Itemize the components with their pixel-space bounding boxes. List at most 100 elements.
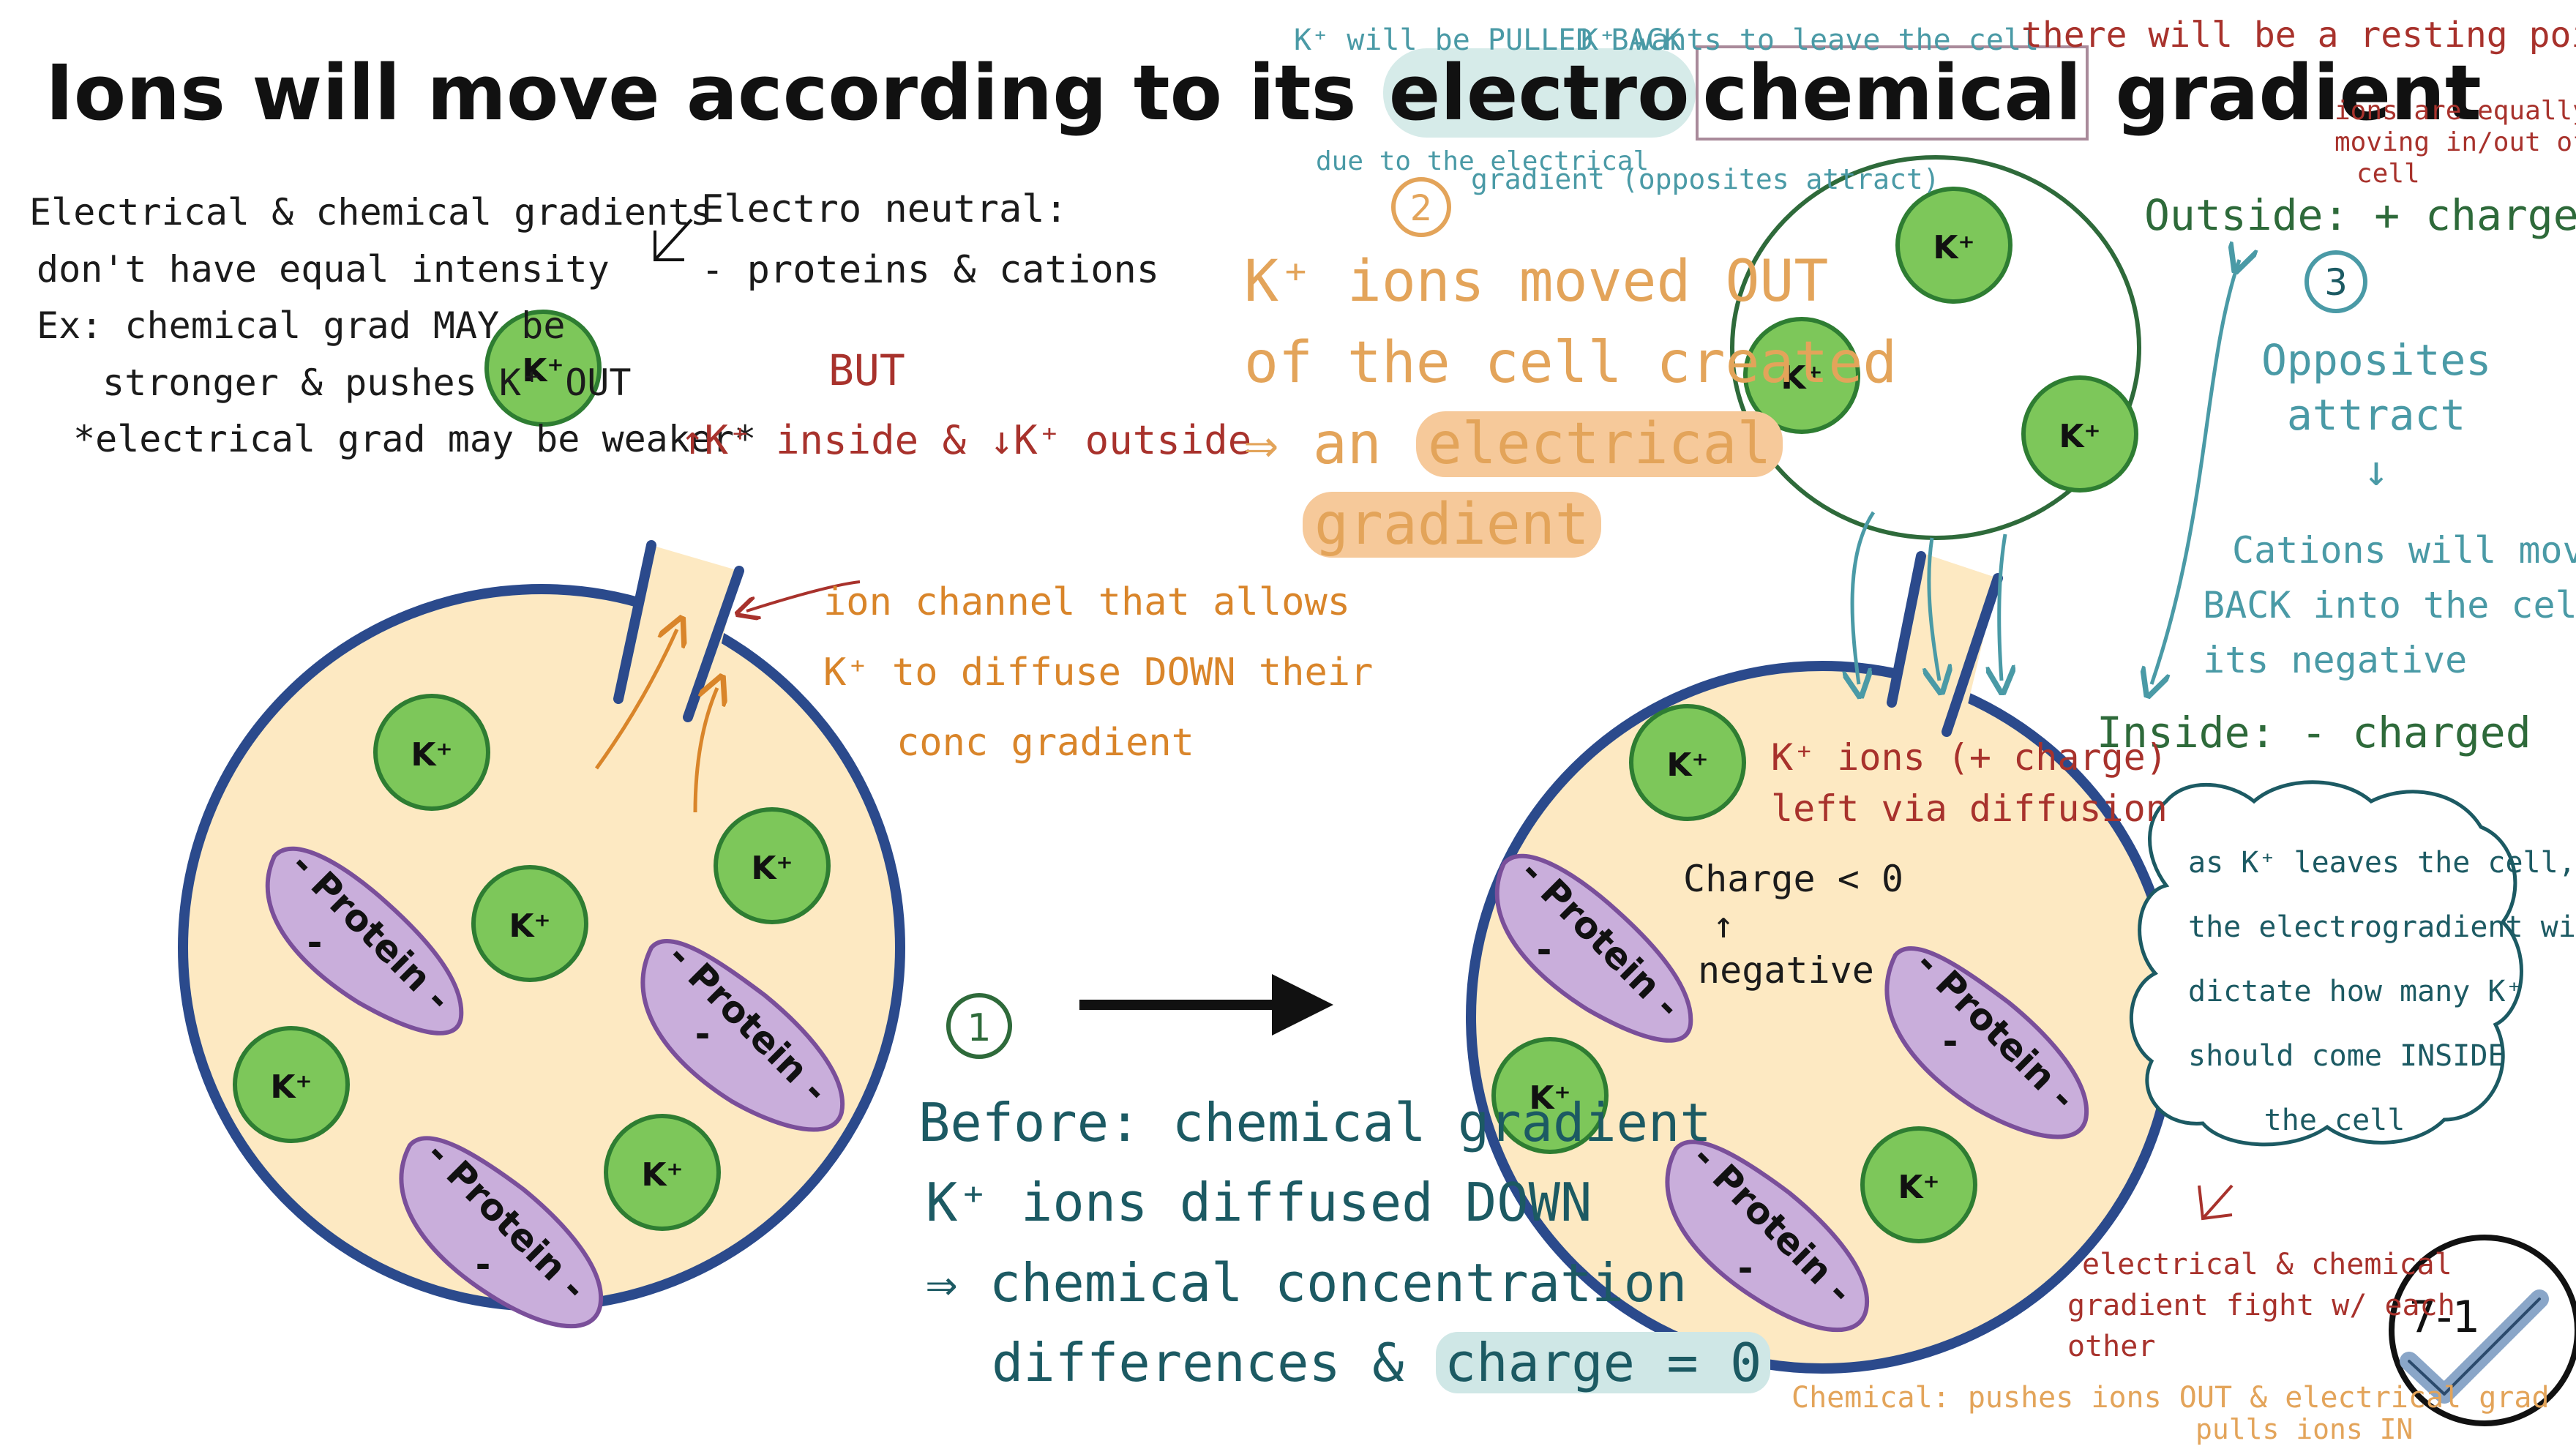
svg-text:K⁺: K⁺ [411, 736, 452, 774]
left-channel-wall-right [683, 566, 744, 722]
left-ion-4: K⁺ [233, 1026, 350, 1143]
opposites-note: Opposites attract ↓ [2261, 333, 2491, 498]
left-channel-wall-left [613, 540, 656, 704]
note-line: Opposites [2261, 335, 2492, 385]
step-2-circle [1391, 177, 1451, 237]
electrical-highlight: electrical [1415, 411, 1783, 477]
cloud-note: as K⁺ leaves the cell, the electrogradie… [2188, 831, 2576, 1153]
note-line: Cations will move [2232, 529, 2576, 572]
note-line: Electro neutral: [701, 187, 1068, 231]
inside-outside-note: ↑K⁺ inside & ↓K⁺ outside [681, 417, 1252, 463]
inside-note: Inside: - charged [2097, 708, 2531, 757]
outside-ion-3: K⁺ [2021, 375, 2138, 493]
inflow-arrow-1 [1852, 511, 1876, 684]
step-3-circle [2304, 250, 2367, 313]
note-line: the cell [2264, 1104, 2405, 1137]
outside-ion-2: K⁺ [1743, 317, 1860, 434]
right-channel-pore [1892, 553, 1998, 732]
right-ion-2: K⁺ [1491, 1037, 1609, 1154]
gradient-opposites-note: gradient (opposites attract) [1471, 163, 1940, 195]
note-line: electrical & chemical [2082, 1248, 2452, 1281]
outside-ion-1: K⁺ [1895, 187, 2012, 304]
right-ion-3: K⁺ [1860, 1126, 1977, 1243]
note-line: ↓ [2363, 445, 2389, 495]
note-line: should come INSIDE [2188, 1039, 2506, 1073]
protein-minus: - [307, 921, 323, 964]
note-line: gradient [1303, 484, 1897, 566]
thought-cloud [2129, 780, 2523, 1147]
badge-label: 7-1 [2408, 1292, 2480, 1343]
electroneutral-note: Electro neutral: - proteins & cations [701, 179, 1159, 301]
chemical-pushes-note: Chemical: pushes ions OUT & electrical g… [1791, 1381, 2550, 1415]
ion-channel-pointer-arrow [746, 580, 861, 611]
note-line: of the cell created [1244, 329, 1898, 396]
section-badge: 7-1 [2389, 1235, 2576, 1426]
ions-equal-note: ions are equally moving in/out of the ce… [2334, 95, 2576, 190]
note-line: Before: chemical gradient [918, 1092, 1712, 1153]
pulled-back-note: K⁺ will be PULLED BACK [1294, 23, 1682, 57]
svg-text:K⁺: K⁺ [1781, 359, 1822, 397]
k-ions-charge-note: K⁺ ions (+ charge) left via diffusion [1771, 732, 2168, 834]
left-ion-5: K⁺ [604, 1114, 721, 1231]
note-line: - proteins & cations [701, 248, 1160, 293]
note-line: Electrical & chemical gradients [29, 191, 713, 233]
note-line: the electrogradient will [2188, 910, 2576, 944]
differences-text: differences & [992, 1332, 1404, 1394]
ion-channel-note: ion channel that allows K⁺ to diffuse DO… [823, 567, 1373, 779]
note-line: Ex: chemical grad MAY be [37, 304, 566, 347]
left-ion-2: K⁺ [714, 807, 831, 924]
svg-text:K⁺: K⁺ [270, 1068, 312, 1106]
charge-lt-note: Charge < 0 ↑ negative [1683, 856, 1903, 994]
title-highlight: electro [1382, 48, 1696, 138]
note-line: ion channel that allows [823, 580, 1351, 624]
note-line: dictate how many K⁺ [2188, 975, 2523, 1008]
svg-text:K⁺: K⁺ [1898, 1169, 1939, 1206]
note-line: Charge < 0 [1683, 858, 1904, 900]
note-line: K⁺ to diffuse DOWN their [823, 651, 1374, 695]
svg-text:K⁺: K⁺ [2059, 418, 2100, 455]
outside-note: Outside: + charged [2144, 190, 2576, 240]
note-line: don't have equal intensity [37, 247, 610, 291]
protein-minus: - [476, 1243, 491, 1286]
svg-text:K⁺: K⁺ [1529, 1079, 1570, 1117]
fight-note: electrical & chemical gradient fight w/ … [2067, 1244, 2455, 1367]
svg-text:K⁺: K⁺ [641, 1156, 683, 1194]
left-channel-arrow-1 [594, 629, 677, 770]
note-line: K⁺ ions diffused DOWN [926, 1172, 1592, 1234]
left-ion-3: K⁺ [471, 865, 588, 982]
note-line: stronger & pushes K⁺ OUT [102, 361, 632, 404]
fight-arrow [2198, 1184, 2234, 1221]
step-2-number: 2 [1410, 188, 1433, 229]
note-line: BACK into the cell bc [2203, 584, 2576, 626]
left-channel-arrow-2 [693, 688, 717, 813]
left-ion-1: K⁺ [373, 694, 490, 811]
wants-leave-note: K⁺ wants to leave the cell [1581, 23, 2040, 57]
protein-minus: - [1943, 1020, 1958, 1063]
note-line: ⇒ chemical concentration [926, 1251, 1688, 1314]
note-line: as K⁺ leaves the cell, [2188, 846, 2576, 880]
inflow-arrow-3 [1999, 533, 2005, 681]
outside-inside-arrow [2152, 260, 2239, 684]
note-line: *electrical grad may be weaker* [73, 418, 757, 460]
inflow-arrow-2 [1929, 537, 1939, 681]
svg-text:K⁺: K⁺ [1933, 229, 1974, 266]
right-ion-1: K⁺ [1629, 704, 1746, 821]
note-line: ⇒ an electrical [1244, 404, 1897, 485]
protein-minus: - [695, 1013, 711, 1055]
pulls-in-note: pulls ions IN [2195, 1413, 2414, 1445]
charge-zero: charge = 0 [1435, 1332, 1771, 1394]
svg-text:K⁺: K⁺ [509, 907, 550, 945]
note-line: negative [1698, 949, 1874, 992]
svg-text:K⁺: K⁺ [751, 850, 793, 887]
before-note: Before: chemical gradient K⁺ ions diffus… [918, 1083, 1771, 1404]
left-ion-outside: K⁺ [484, 310, 602, 427]
cations-move-note: Cations will move BACK into the cell bc … [2203, 523, 2576, 688]
gradient-highlight: gradient [1303, 492, 1601, 558]
note-line: other [2067, 1330, 2156, 1363]
note-line: K⁺ ions (+ charge) [1771, 736, 2168, 779]
title-suffix: gradient [2089, 48, 2482, 138]
resting-point-note: there will be a resting point [2021, 15, 2576, 56]
